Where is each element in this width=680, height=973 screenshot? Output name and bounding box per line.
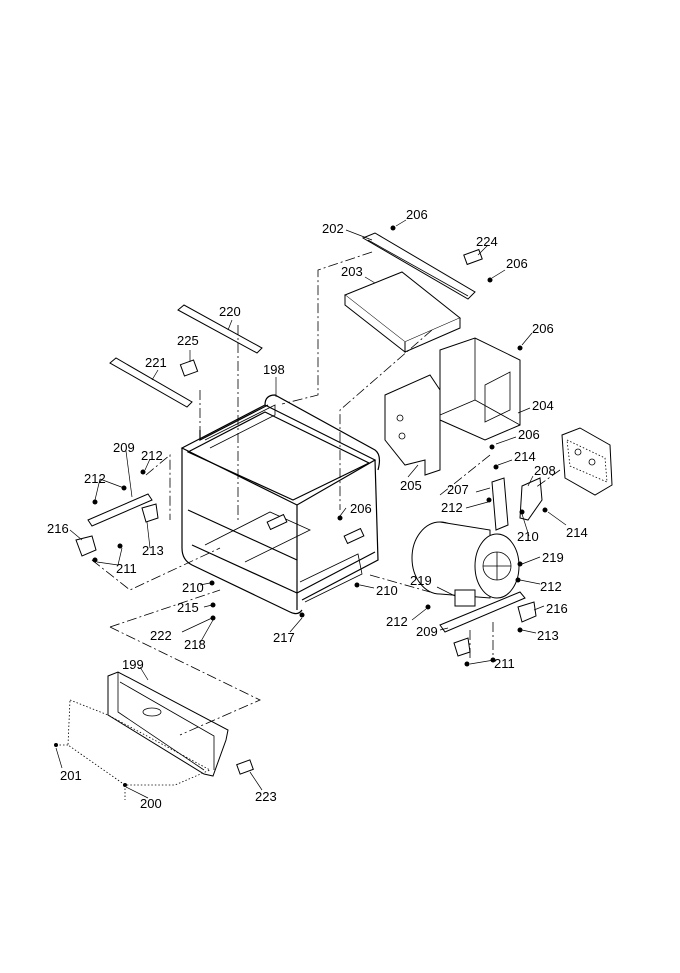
bar-220: [177, 304, 263, 354]
callout-206-upper-right: 206: [506, 256, 528, 271]
callout-225: 225: [177, 333, 199, 348]
bar-221: [109, 357, 193, 408]
callout-201: 201: [60, 768, 82, 783]
outlet-panel: [561, 427, 613, 496]
muffler-shield-199: [107, 671, 229, 777]
bracket-207: [491, 477, 509, 531]
leader-lines: [55, 219, 567, 799]
base-rail-209-right: [439, 591, 526, 633]
callout-208: 208: [534, 463, 556, 478]
callout-221: 221: [145, 355, 167, 370]
callout-200: 200: [140, 796, 162, 811]
callout-212-right: 212: [540, 579, 562, 594]
callout-211-left: 211: [116, 561, 137, 576]
control-housing-204: [439, 337, 521, 441]
mount-216-right: [517, 601, 537, 623]
callout-214-top: 214: [514, 449, 536, 464]
callout-labels: 202 206 224 206 203 206 220 225 221 198 …: [47, 207, 588, 811]
label-224: [463, 248, 483, 266]
callout-210-right-bracket: 210: [517, 529, 539, 544]
tray-203: [344, 271, 461, 354]
callout-220: 220: [219, 304, 241, 319]
callout-199: 199: [122, 657, 144, 672]
callout-216-right: 216: [546, 601, 568, 616]
fasteners: [54, 225, 548, 787]
callout-217: 217: [273, 630, 295, 645]
label-225: [179, 359, 199, 377]
callout-206-housing-lower: 206: [518, 427, 540, 442]
callout-207: 207: [447, 482, 469, 497]
assembly-lines: [56, 251, 561, 800]
callout-213-right: 213: [537, 628, 559, 643]
mount-216-left: [75, 535, 97, 557]
callout-222: 222: [150, 628, 172, 643]
callout-216-left: 216: [47, 521, 69, 536]
callout-198: 198: [263, 362, 285, 377]
label-223: [236, 759, 254, 775]
callout-209-left: 209: [113, 440, 135, 455]
callout-219-right: 219: [542, 550, 564, 565]
callout-211-right: 211: [494, 656, 515, 671]
side-panel-205: [384, 374, 441, 476]
callout-204: 204: [532, 398, 554, 413]
callout-206-housing: 206: [532, 321, 554, 336]
callout-203: 203: [341, 264, 363, 279]
callout-205: 205: [400, 478, 422, 493]
frame-198: [180, 394, 381, 615]
callout-206-frame: 206: [350, 501, 372, 516]
callout-206-top: 206: [406, 207, 428, 222]
callout-210-left: 210: [182, 580, 204, 595]
callout-224: 224: [476, 234, 498, 249]
alternator: [411, 521, 520, 607]
callout-210-center: 210: [376, 583, 398, 598]
mount-213-left-lower: [453, 637, 471, 657]
callout-212-bracket: 212: [441, 500, 463, 515]
callout-213-left: 213: [142, 543, 164, 558]
top-rail-202: [361, 232, 476, 300]
callout-202: 202: [322, 221, 344, 236]
callout-212-left-top: 212: [141, 448, 163, 463]
callout-223: 223: [255, 789, 277, 804]
callout-218: 218: [184, 637, 206, 652]
callout-215: 215: [177, 600, 199, 615]
callout-209-right: 209: [416, 624, 438, 639]
mount-213-left: [141, 503, 159, 523]
base-rail-209-left: [87, 493, 153, 527]
callout-214-right: 214: [566, 525, 588, 540]
callout-219-alternator: 219: [410, 573, 432, 588]
callout-212-left: 212: [84, 471, 106, 486]
callout-212-lower: 212: [386, 614, 408, 629]
